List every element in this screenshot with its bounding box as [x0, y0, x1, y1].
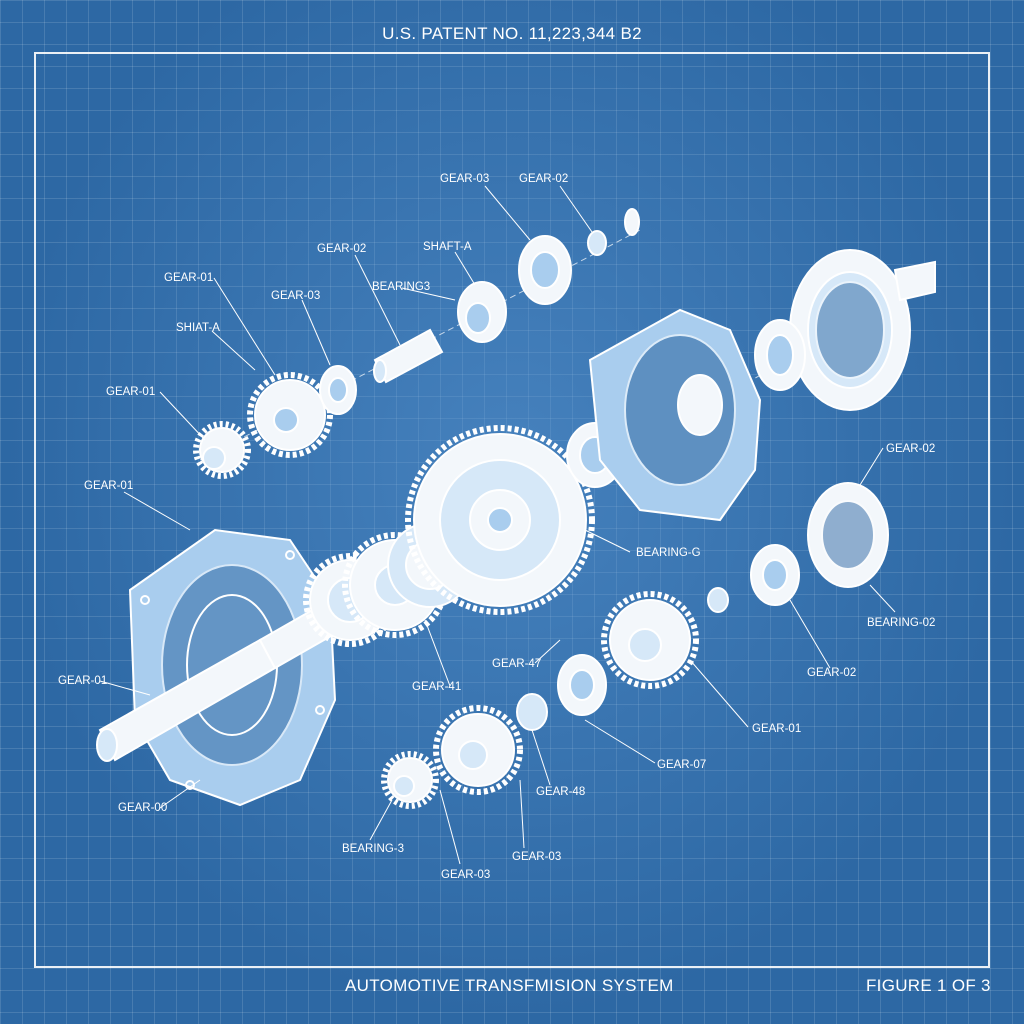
label-bearing-02: BEARING-02 — [867, 617, 935, 629]
label-gear02-top: GEAR-02 — [519, 173, 568, 185]
label-bearing-upper: BEARING3 — [372, 281, 430, 293]
label-gear-48: GEAR-48 — [536, 786, 585, 798]
label-gear01-shaft: GEAR-01 — [58, 675, 107, 687]
label-gear07-bottom: GEAR-07 — [657, 759, 706, 771]
label-gear02-upper: GEAR-02 — [317, 243, 366, 255]
bearing-upper-center — [518, 208, 640, 305]
drawing-border — [34, 52, 990, 968]
callout-labels: GEAR-03 GEAR-02 GEAR-02 SHAFT-A BEARING3… — [58, 173, 935, 881]
label-shaft-a-left: SHIAT-A — [176, 322, 220, 334]
figure-number: FIGURE 1 OF 3 — [866, 976, 991, 995]
gear-lower-right — [601, 591, 699, 689]
right-seal — [754, 319, 806, 391]
label-gear01-housing: GEAR-01 — [84, 480, 133, 492]
patent-number: U.S. PATENT NO. 11,223,344 B2 — [382, 24, 642, 43]
label-gear02-bottom-right: GEAR-02 — [807, 667, 856, 679]
label-gear02-right: GEAR-02 — [886, 443, 935, 455]
bearing-upper-left — [319, 365, 357, 415]
label-gear03-top: GEAR-03 — [440, 173, 489, 185]
shaft-a — [373, 328, 444, 384]
label-gear03-bottom: GEAR-03 — [441, 869, 490, 881]
label-gear01-left: GEAR-01 — [106, 386, 155, 398]
label-bearing-3-bottom: BEARING-3 — [342, 843, 404, 855]
drawing-title: AUTOMOTIVE TRANSFMISION SYSTEM — [345, 976, 674, 995]
label-gear00-bottom-left: GEAR-00 — [118, 802, 167, 814]
gear-upper-left — [247, 372, 333, 458]
label-gear03-bottom-mid: GEAR-03 — [512, 851, 561, 863]
main-ring-gear — [405, 425, 595, 615]
leader-lines — [99, 185, 896, 865]
gear-lower-center — [433, 705, 523, 795]
bearing-lower-mid — [516, 654, 607, 731]
coupling-upper — [457, 281, 507, 343]
label-gear01-bottom-right: GEAR-01 — [752, 723, 801, 735]
label-gear03-upper-left: GEAR-03 — [271, 290, 320, 302]
label-bearing-g: BEARING-G — [636, 547, 701, 559]
right-housing — [588, 308, 762, 522]
pinion-upper-left — [193, 421, 251, 479]
label-gear-41: GEAR-41 — [412, 681, 461, 693]
label-shaft-a-upper: SHAFT-A — [423, 241, 472, 253]
pinion-bottom-left — [381, 751, 439, 809]
label-gear-47: GEAR-47 — [492, 658, 541, 670]
right-bearing-large — [789, 249, 936, 411]
bearing-right-small — [707, 544, 800, 613]
label-gear01-upper-left: GEAR-01 — [164, 272, 213, 284]
bearing-right-02 — [807, 482, 889, 588]
